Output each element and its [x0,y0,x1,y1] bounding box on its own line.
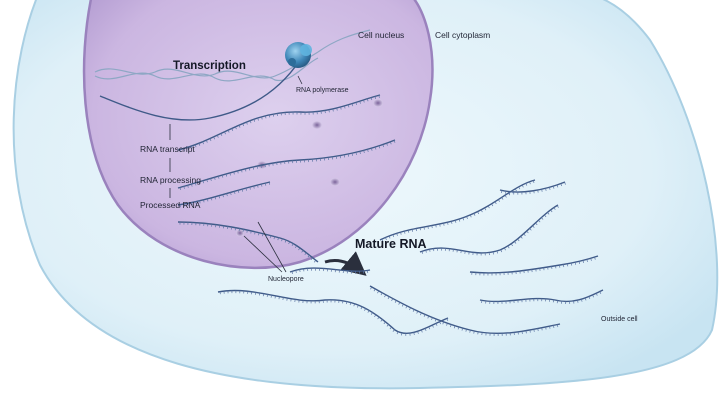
transcription-label: Transcription [173,61,246,73]
cell-nucleus-label: Cell nucleus [358,31,404,40]
rna-processing-label: RNA processing [140,176,201,185]
nucleopore-label: Nucleopore [268,276,304,283]
outside-cell-label: Outside cell [601,316,638,323]
mature-rna-label: Mature RNA [355,238,427,251]
rna-polymerase-label: RNA polymerase [296,87,349,94]
cell-cytoplasm-label: Cell cytoplasm [435,31,490,40]
rna-transcript-label: RNA transcript [140,145,195,154]
processed-rna-label: Processed RNA [140,201,200,210]
